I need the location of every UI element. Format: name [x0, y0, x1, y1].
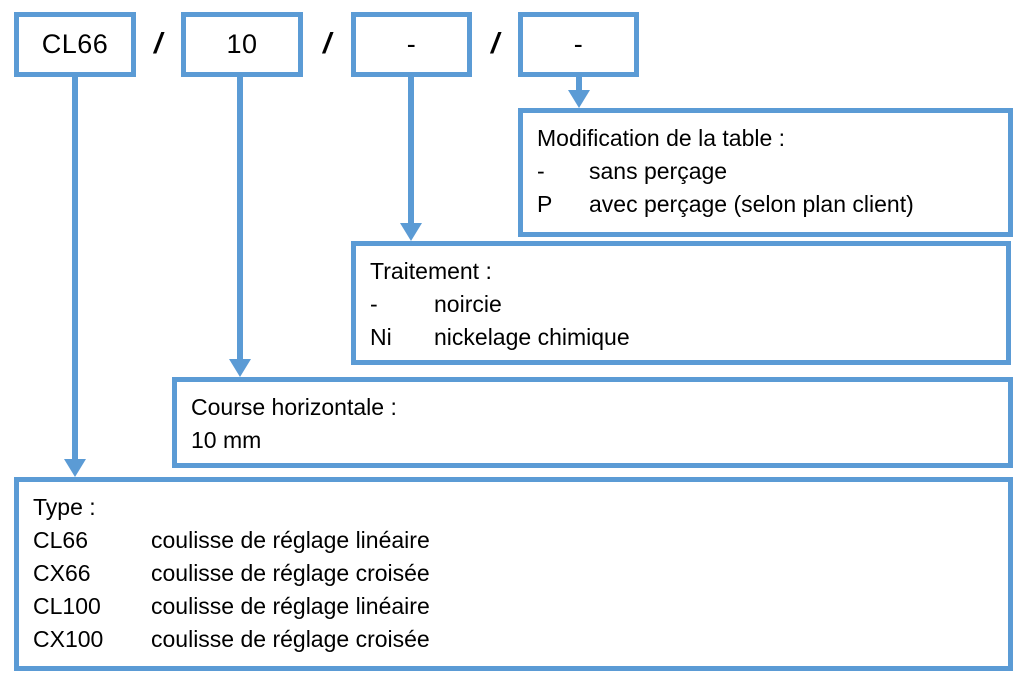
- callout-course-value: 10 mm: [191, 427, 262, 453]
- callout-course-title: Course horizontale :: [191, 394, 397, 420]
- connector-line-modification: [576, 77, 582, 90]
- option-label: noircie: [434, 291, 502, 317]
- option-code: CL66: [33, 527, 88, 553]
- code-separator-3: /: [490, 28, 500, 60]
- option-row: Ni nickelage chimique: [370, 321, 992, 354]
- code-separator-1: /: [153, 28, 163, 60]
- callout-traitement-title: Traitement :: [370, 258, 492, 284]
- option-code: CX66: [33, 560, 91, 586]
- option-label: avec perçage (selon plan client): [589, 191, 914, 217]
- option-code: CX100: [33, 626, 104, 652]
- option-row: CX100 coulisse de réglage croisée: [33, 623, 994, 656]
- code-segment-box-modification: -: [518, 12, 639, 77]
- callout-type-title: Type :: [33, 494, 96, 520]
- code-separator-2: /: [322, 28, 332, 60]
- option-code: -: [370, 291, 378, 317]
- arrow-down-icon-course: [229, 359, 251, 377]
- arrow-down-icon-modification: [568, 90, 590, 108]
- option-code: Ni: [370, 324, 392, 350]
- option-row: - sans perçage: [537, 155, 994, 188]
- option-label: sans perçage: [589, 158, 728, 184]
- code-segment-traitement-value: -: [406, 29, 417, 59]
- arrow-down-icon-type: [64, 459, 86, 477]
- option-label: coulisse de réglage linéaire: [151, 527, 430, 553]
- option-code: P: [537, 191, 553, 217]
- callout-modification-title: Modification de la table :: [537, 125, 786, 151]
- code-segment-modification-value: -: [573, 29, 584, 59]
- option-row: - noircie: [370, 288, 992, 321]
- option-label: coulisse de réglage croisée: [151, 560, 430, 586]
- code-segment-box-course: 10: [181, 12, 303, 77]
- code-segment-box-type: CL66: [14, 12, 136, 77]
- code-segment-box-traitement: -: [351, 12, 472, 77]
- option-label: coulisse de réglage linéaire: [151, 593, 430, 619]
- code-segment-type-value: CL66: [41, 29, 109, 59]
- option-code: -: [537, 158, 545, 184]
- option-row: P avec perçage (selon plan client): [537, 188, 994, 221]
- callout-course: Course horizontale : 10 mm: [172, 377, 1013, 468]
- option-row: CX66 coulisse de réglage croisée: [33, 557, 994, 590]
- callout-modification: Modification de la table : - sans perçag…: [518, 108, 1013, 237]
- connector-line-traitement: [408, 77, 414, 223]
- option-label: coulisse de réglage croisée: [151, 626, 430, 652]
- connector-line-type: [72, 77, 78, 459]
- option-row: CL66 coulisse de réglage linéaire: [33, 524, 994, 557]
- callout-traitement: Traitement : - noircie Ni nickelage chim…: [351, 241, 1011, 365]
- code-segment-course-value: 10: [226, 29, 258, 59]
- arrow-down-icon-traitement: [400, 223, 422, 241]
- connector-line-course: [237, 77, 243, 359]
- callout-type: Type : CL66 coulisse de réglage linéaire…: [14, 477, 1013, 671]
- option-code: CL100: [33, 593, 101, 619]
- option-label: nickelage chimique: [434, 324, 630, 350]
- option-row: CL100 coulisse de réglage linéaire: [33, 590, 994, 623]
